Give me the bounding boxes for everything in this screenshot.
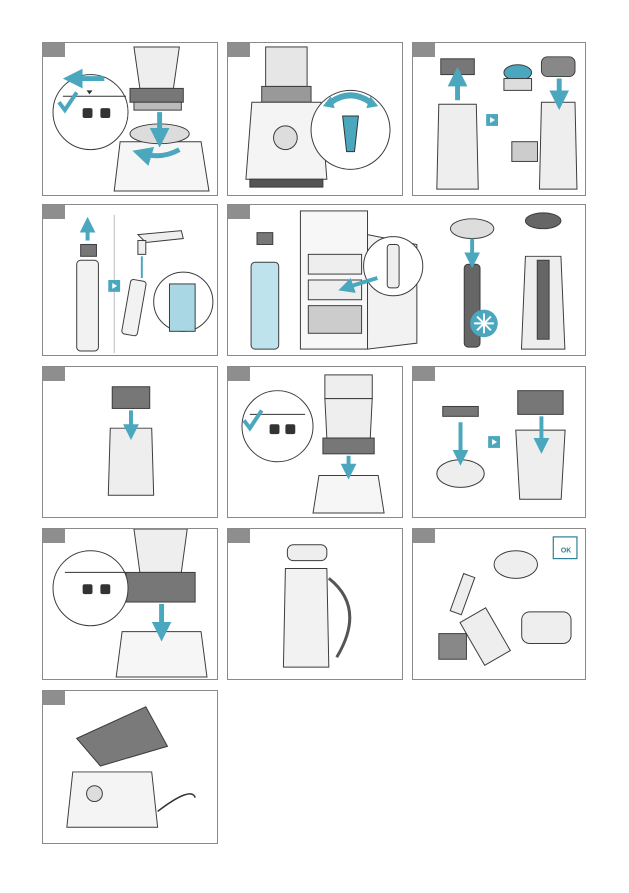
panel-lock-jar bbox=[42, 42, 218, 196]
ok-label: OK bbox=[561, 548, 571, 555]
next-step-arrow bbox=[486, 114, 498, 126]
jar bbox=[108, 410, 153, 495]
dishwasher-ok-icon: OK bbox=[553, 537, 577, 559]
jar-with-blade bbox=[437, 59, 478, 189]
covered-blender bbox=[67, 707, 195, 827]
cooling-rod bbox=[77, 225, 99, 351]
parts-illustration bbox=[439, 551, 571, 666]
panel-replace-lid bbox=[412, 42, 586, 196]
assembled-unit bbox=[516, 391, 565, 500]
freezer-icon bbox=[470, 310, 498, 338]
panel-dishwasher: OK bbox=[412, 528, 586, 680]
panel-to-go-bottle bbox=[227, 528, 403, 680]
panel-freeze-rod bbox=[227, 204, 586, 356]
blade-parts bbox=[437, 406, 484, 487]
lid-and-blade bbox=[504, 65, 538, 162]
rod-zoom-circle bbox=[121, 272, 213, 336]
panel-store-cover bbox=[42, 690, 218, 844]
jar-with-lid bbox=[539, 57, 577, 189]
filled-rod bbox=[251, 233, 279, 349]
tap bbox=[138, 231, 183, 278]
panel-unlock-jar bbox=[42, 528, 218, 680]
dial-zoom-circle bbox=[311, 90, 390, 169]
blade-unit bbox=[112, 387, 150, 409]
lock-zoom-circle bbox=[53, 75, 128, 150]
panel-place-jar bbox=[227, 366, 403, 518]
jar-illustration bbox=[313, 375, 384, 513]
jar-illustration bbox=[116, 529, 207, 677]
panel-fill-rod bbox=[42, 204, 218, 356]
next-step-arrow bbox=[488, 436, 500, 448]
lock-zoom-circle bbox=[53, 551, 128, 626]
lock-zoom-circle bbox=[242, 391, 313, 462]
bottle-illustration bbox=[283, 545, 349, 667]
next-step-arrow bbox=[108, 280, 120, 292]
bottle-with-rod bbox=[521, 213, 564, 349]
panel-assemble-blade bbox=[412, 366, 586, 518]
panel-screw-blade bbox=[42, 366, 218, 518]
panel-turn-dial bbox=[227, 42, 403, 196]
